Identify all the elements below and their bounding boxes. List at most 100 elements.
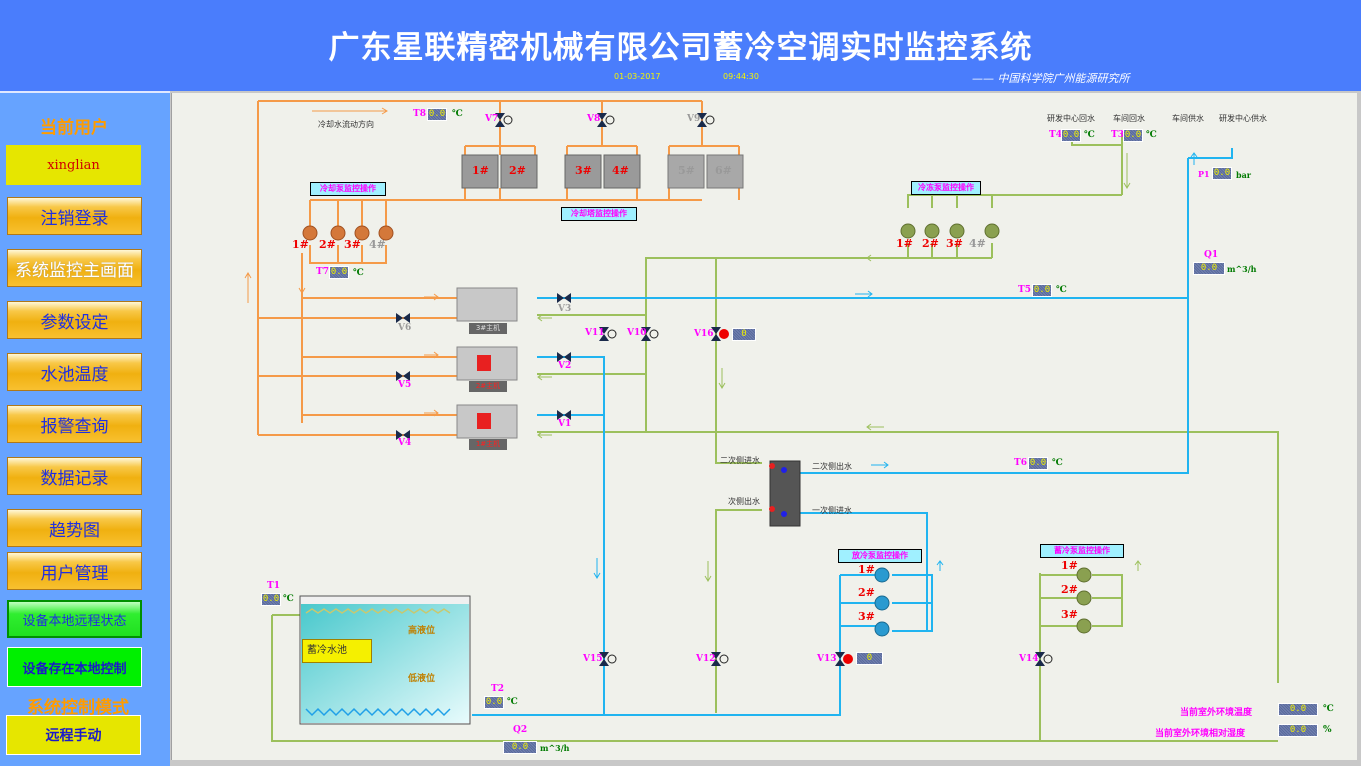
valve-v7-label[interactable]: V7	[485, 114, 499, 124]
cooling-pump-3-label[interactable]: 3#	[344, 238, 361, 251]
chilled-pump-1-icon	[900, 223, 916, 239]
valve-v13-opening: 0	[856, 652, 883, 665]
sensor-p1-unit: bar	[1236, 170, 1251, 180]
valve-v3-label[interactable]: V3	[558, 304, 572, 314]
storage-pump-ops-button[interactable]: 蓄冷泵监控操作	[1040, 544, 1124, 558]
valve-v11-label[interactable]: V11	[585, 328, 605, 338]
valve-v13-label[interactable]: V13	[817, 654, 837, 664]
chiller-3-icon	[456, 287, 518, 322]
chiller-icons	[456, 287, 518, 439]
pipe-diagram	[244, 100, 1279, 742]
valve-v6-icon	[396, 313, 410, 323]
sensor-t4-label: T4	[1049, 130, 1062, 140]
nav-alarm-query[interactable]: 报警查询	[7, 405, 142, 443]
cooling-tower-4-label[interactable]: 4#	[612, 164, 629, 177]
sensor-p1-label: P1	[1198, 169, 1210, 179]
sensor-t6-unit: ℃	[1052, 458, 1063, 468]
sensor-q1-label: Q1	[1204, 250, 1219, 260]
cooling-tower-2-label[interactable]: 2#	[509, 164, 526, 177]
valve-v12-label[interactable]: V12	[696, 654, 716, 664]
valve-v5-label[interactable]: V5	[398, 380, 412, 390]
secondary-inlet-label: 二次侧进水	[720, 456, 760, 465]
workshop-return-label: 车间回水	[1113, 114, 1145, 123]
valve-v16-label[interactable]: V16	[694, 329, 714, 339]
sensor-t8-value: 0.0	[427, 108, 447, 121]
cooling-tower-1-label[interactable]: 1#	[472, 164, 489, 177]
sensor-t5-value: 0.0	[1032, 284, 1052, 297]
cooling-tower-ops-button[interactable]: 冷却塔监控操作	[561, 207, 637, 221]
device-state-value: 设备存在本地控制	[7, 647, 142, 687]
cooling-tower-6-icon	[706, 154, 744, 189]
cooling-water-pipes	[257, 100, 740, 436]
nav-user-management[interactable]: 用户管理	[7, 552, 142, 590]
process-diagram-panel: 冷却水流动方向 冷却泵监控操作 冷却塔监控操作 冷冻泵监控操作 放冷泵监控操作 …	[171, 93, 1357, 760]
sensor-t8-unit: ℃	[452, 109, 463, 119]
sensor-t1-unit: ℃	[283, 594, 294, 604]
cooling-pump-icons	[302, 225, 394, 241]
nav-main-monitor[interactable]: 系统监控主画面	[7, 249, 142, 287]
chilled-pump-2-icon	[924, 223, 940, 239]
device-state-button[interactable]: 设备本地远程状态	[7, 600, 142, 638]
cooling-pump-2-icon	[330, 225, 346, 241]
cooling-flow-arrow-icon	[312, 107, 388, 115]
cooling-tower-5-label[interactable]: 5#	[678, 164, 695, 177]
cooling-tower-2-icon	[500, 154, 538, 189]
discharge-pump-1-label[interactable]: 1#	[858, 563, 875, 576]
tank-low-level-label: 低液位	[408, 674, 436, 684]
sensor-t3-value: 0.0	[1123, 129, 1143, 142]
cooling-pump-2-label[interactable]: 2#	[319, 238, 336, 251]
discharge-pump-2-label[interactable]: 2#	[858, 586, 875, 599]
cooling-flow-label: 冷却水流动方向	[318, 120, 374, 129]
chilled-return-pipes	[271, 133, 1279, 742]
chilled-pump-2-label[interactable]: 2#	[922, 237, 939, 250]
nav-logout[interactable]: 注销登录	[7, 197, 142, 235]
valve-v15-actuator-icon	[607, 654, 617, 664]
organization-label: —— 中国科学院广州能源研究所	[972, 72, 1130, 85]
valve-v3-icon	[557, 293, 571, 303]
nav-parameter-settings[interactable]: 参数设定	[7, 301, 142, 339]
chilled-pump-ops-button[interactable]: 冷冻泵监控操作	[911, 181, 981, 195]
chilled-pump-3-label[interactable]: 3#	[946, 237, 963, 250]
valve-v8-label[interactable]: V8	[587, 114, 601, 124]
valve-v10-actuator-icon	[649, 329, 659, 339]
cooling-pump-4-label[interactable]: 4#	[369, 238, 386, 251]
sensor-t7-value: 0.0	[329, 266, 349, 279]
chiller-2-label[interactable]: 2#主机	[469, 381, 507, 392]
valve-v9-label[interactable]: V9	[687, 114, 701, 124]
nav-tank-temperature[interactable]: 水池温度	[7, 353, 142, 391]
header-bar: 广东星联精密机械有限公司蓄冷空调实时监控系统 01-03-2017 09:44:…	[0, 0, 1361, 91]
control-mode-value[interactable]: 远程手动	[6, 715, 141, 755]
valve-v1-label[interactable]: V1	[558, 419, 572, 429]
nav-trend-chart[interactable]: 趋势图	[7, 509, 142, 547]
chiller-1-run-indicator	[477, 413, 491, 429]
cooling-tower-1-icon	[461, 154, 499, 189]
chilled-pump-1-label[interactable]: 1#	[896, 237, 913, 250]
valve-v14-label[interactable]: V14	[1019, 654, 1039, 664]
cooling-tower-3-label[interactable]: 3#	[575, 164, 592, 177]
storage-pump-2-label[interactable]: 2#	[1061, 583, 1078, 596]
discharge-pump-3-label[interactable]: 3#	[858, 610, 875, 623]
nav-data-record[interactable]: 数据记录	[7, 457, 142, 495]
chiller-3-label[interactable]: 3#主机	[469, 323, 507, 334]
valve-v4-label[interactable]: V4	[398, 438, 412, 448]
sensor-t1-value: 0.0	[261, 593, 281, 606]
chilled-pump-4-icon	[984, 223, 1000, 239]
cooling-pump-1-label[interactable]: 1#	[292, 238, 309, 251]
chiller-1-label[interactable]: 1#主机	[469, 439, 507, 450]
storage-pump-1-icon	[1076, 567, 1092, 583]
sensor-t7-unit: ℃	[353, 268, 364, 278]
valve-v6-label[interactable]: V6	[398, 323, 412, 333]
cooling-tower-6-label[interactable]: 6#	[715, 164, 732, 177]
valve-v2-label[interactable]: V2	[558, 361, 572, 371]
outdoor-temp-label: 当前室外环境温度	[1180, 708, 1253, 718]
valve-v10-label[interactable]: V10	[627, 328, 647, 338]
chilled-pump-4-label[interactable]: 4#	[969, 237, 986, 250]
cooling-pump-ops-button[interactable]: 冷却泵监控操作	[310, 182, 386, 196]
valve-v15-label[interactable]: V15	[583, 654, 603, 664]
storage-pump-1-label[interactable]: 1#	[1061, 559, 1078, 572]
discharge-pump-3-icon	[874, 621, 890, 637]
outdoor-temp-unit: ℃	[1323, 704, 1334, 714]
sensor-q2-value: 0.0	[503, 741, 537, 754]
discharge-pump-ops-button[interactable]: 放冷泵监控操作	[838, 549, 922, 563]
storage-pump-3-label[interactable]: 3#	[1061, 608, 1078, 621]
